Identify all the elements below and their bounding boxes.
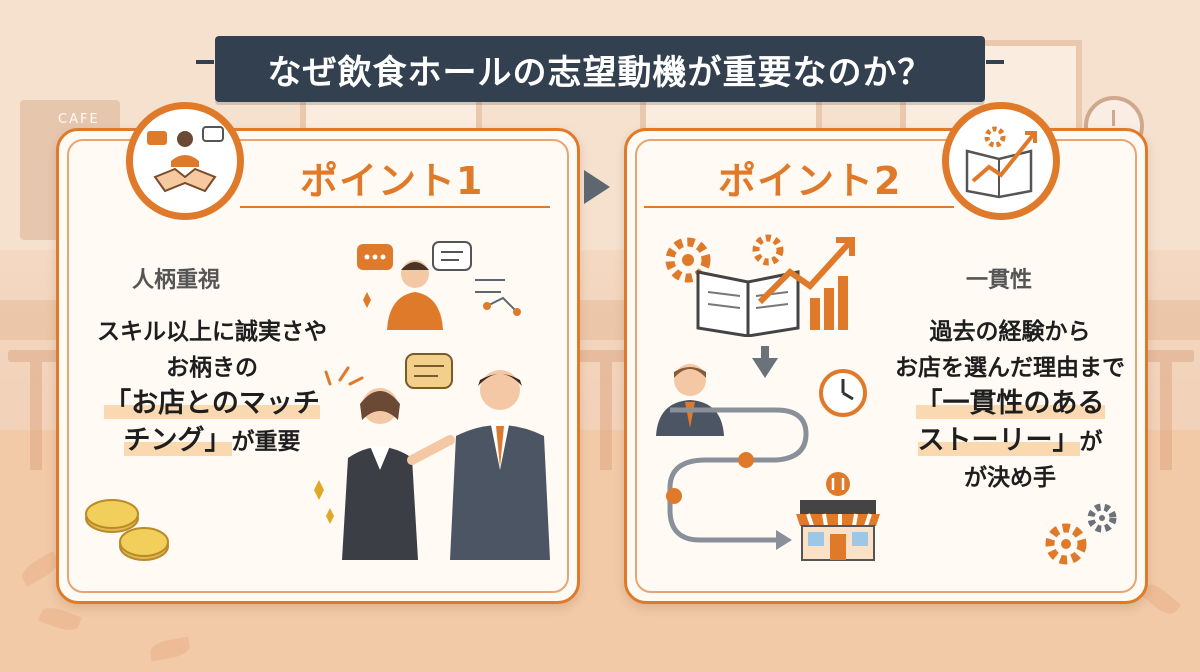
clock-icon bbox=[819, 369, 867, 417]
stool-shape bbox=[578, 350, 634, 470]
book-growth-icon bbox=[965, 126, 1037, 199]
career-path-route bbox=[666, 407, 809, 550]
point2-heading-rule bbox=[644, 206, 954, 208]
page-title: なぜ飲食ホールの志望動機が重要なのか？ bbox=[215, 36, 985, 102]
point2-highlight-line2: ストーリー」 bbox=[917, 425, 1080, 456]
coin-icon bbox=[85, 499, 169, 561]
point2-text-line4: が決め手 bbox=[964, 465, 1056, 491]
shop-icon bbox=[796, 472, 880, 561]
point1-text-line2: お柄きの bbox=[166, 355, 258, 381]
waiter-and-manager-illustration bbox=[314, 353, 550, 560]
point1-text-line3: が重要 bbox=[231, 429, 301, 455]
point1-text: スキル以上に誠実さや お柄きの 「お店とのマッチ チング」が重要 bbox=[72, 314, 352, 460]
point2-heading: ポイント2 bbox=[718, 159, 902, 203]
next-point-arrow-icon bbox=[584, 170, 610, 204]
point2-text: 過去の経験から お店を選んだ理由まで 「一貫性のある ストーリー」が が決め手 bbox=[876, 314, 1144, 496]
title-wing bbox=[196, 60, 214, 64]
point1-label: 人柄重視 bbox=[132, 268, 221, 293]
point1-highlight-line1: 「お店とのマッチ bbox=[104, 388, 320, 419]
point2-text-line1: 過去の経験から bbox=[929, 319, 1091, 345]
point1-heading: ポイント1 bbox=[300, 159, 484, 203]
book-growth-illustration bbox=[665, 234, 855, 337]
title-wing bbox=[986, 60, 1004, 64]
staff-talk-illustration bbox=[357, 241, 521, 330]
gear-icon bbox=[1045, 503, 1117, 565]
point1-card-inner-border bbox=[67, 139, 569, 593]
point1-highlight-line2: チング」 bbox=[123, 425, 232, 456]
handshake-icon bbox=[147, 126, 224, 193]
point2-label: 一貫性 bbox=[966, 268, 1033, 293]
stool-shape bbox=[8, 350, 64, 470]
point2-text-line3: が bbox=[1079, 429, 1103, 455]
point2-highlight-line1: 「一貫性のある bbox=[915, 388, 1105, 419]
point1-badge bbox=[126, 102, 244, 220]
point1-text-line1: スキル以上に誠実さや bbox=[97, 319, 327, 345]
point2-badge bbox=[942, 102, 1060, 220]
point2-card-inner-border bbox=[635, 139, 1137, 593]
point1-heading-rule bbox=[240, 206, 550, 208]
stool-shape bbox=[1138, 350, 1194, 470]
cafe-sign-text: CAFE bbox=[58, 112, 100, 127]
point2-text-line2: お店を選んだ理由まで bbox=[895, 355, 1125, 381]
down-arrow-stem bbox=[761, 346, 769, 360]
down-arrow-icon bbox=[752, 358, 778, 378]
